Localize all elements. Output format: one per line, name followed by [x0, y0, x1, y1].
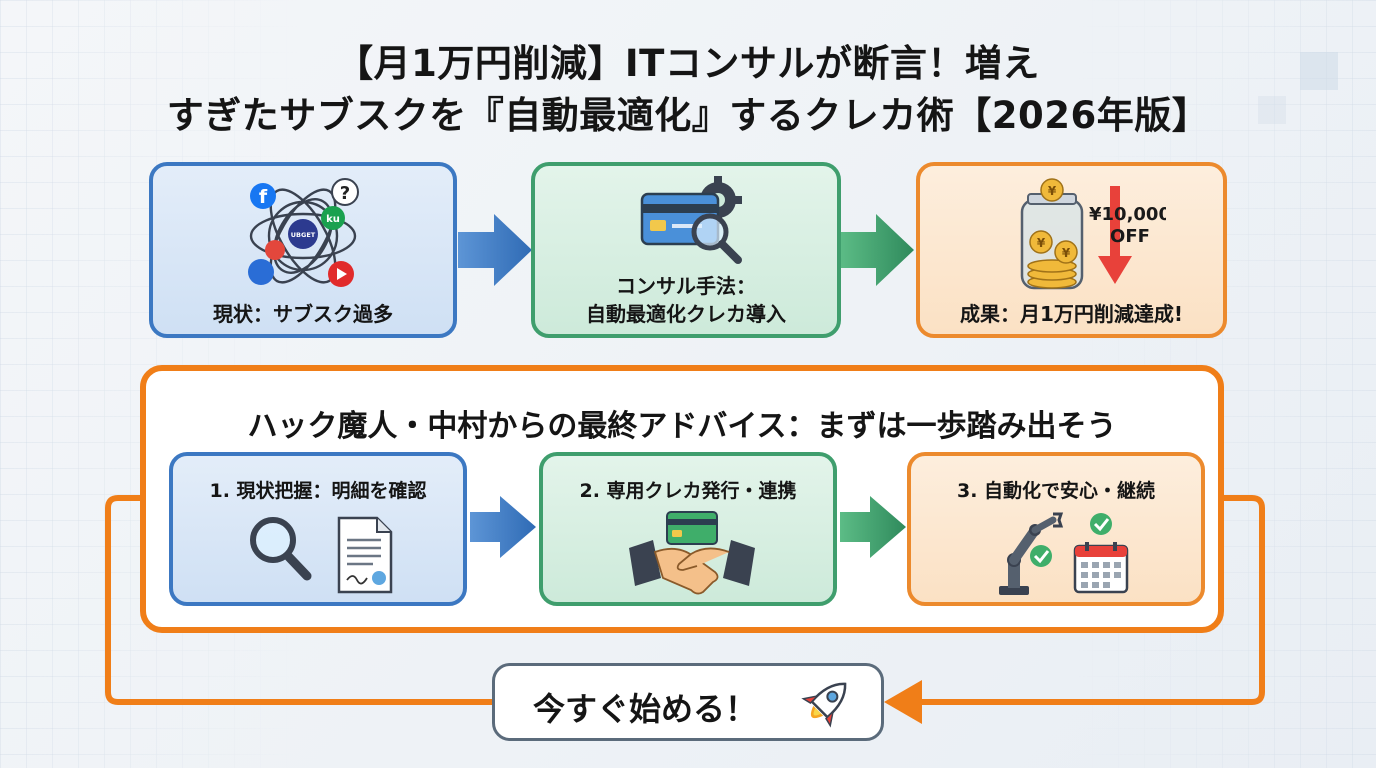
- question-badge-text: ?: [340, 183, 350, 204]
- start-now-label: 今すぐ始める！: [533, 690, 758, 728]
- title-line-1: 【月1万円削減】ITコンサルが断言！増え: [336, 42, 1040, 85]
- step-box-3: 3. 自動化で安心・継続: [907, 452, 1205, 606]
- step-box-2: 2. 専用クレカ発行・連携: [539, 452, 837, 606]
- amount-text: ¥10,000: [1089, 204, 1166, 225]
- robot-arm-calendar-check-icon: [999, 512, 1129, 595]
- page-title: 【月1万円削減】ITコンサルが断言！増え すぎたサブスクを『自動最適化』するクレ…: [0, 38, 1376, 142]
- amount-sub-text: OFF: [1110, 226, 1150, 247]
- coin-jar-down-arrow-icon: ¥ ¥ ¥ ¥10,000 OFF: [1020, 178, 1166, 290]
- top-box-2-label-line-2: 自動最適化クレカ導入: [586, 302, 786, 326]
- step-2-label: 2. 専用クレカ発行・連携: [579, 480, 797, 502]
- step-3-label: 3. 自動化で安心・継続: [956, 480, 1156, 502]
- arrow-left-to-cta: [884, 680, 922, 724]
- top-box-2-label-line-1: コンサル手法：: [616, 274, 756, 298]
- advice-panel-title: ハック魔人・中村からの最終アドバイス：まずは一歩踏み出そう: [247, 409, 1117, 444]
- top-box-1-label: 現状：サブスク過多: [213, 302, 393, 326]
- arrow-right-2: [840, 214, 914, 286]
- tangled-subscriptions-icon: f ? ku UBGET: [248, 178, 359, 287]
- arrow-right-1: [458, 214, 532, 286]
- step-box-1: 1. 現状把握：明細を確認: [169, 452, 467, 606]
- top-box-consultant-method: コンサル手法： 自動最適化クレカ導入: [531, 162, 841, 338]
- app-badge-text: UBGET: [291, 231, 316, 239]
- step-arrow-1: [470, 496, 536, 558]
- svg-text:¥: ¥: [1037, 236, 1046, 250]
- step-arrow-2: [840, 496, 906, 558]
- rocket-icon: [801, 682, 847, 728]
- svg-text:¥: ¥: [1048, 184, 1057, 198]
- card-handshake-icon: [629, 511, 755, 595]
- magnifier-document-icon: [250, 516, 393, 594]
- title-line-2: すぎたサブスクを『自動最適化』するクレカ術【2026年版】: [166, 94, 1210, 137]
- top-box-current-state: f ? ku UBGET 現状：サブスク過多: [149, 162, 457, 338]
- credit-card-magnifier-gear-icon: [640, 176, 742, 264]
- start-now-button[interactable]: 今すぐ始める！: [492, 663, 884, 741]
- step-1-label: 1. 現状把握：明細を確認: [209, 480, 427, 502]
- top-box-result: ¥ ¥ ¥ ¥10,000 OFF 成果：月1万円削減達成!: [916, 162, 1227, 338]
- decorative-square: [1300, 52, 1338, 90]
- decorative-square: [1258, 96, 1286, 124]
- top-box-3-label: 成果：月1万円削減達成!: [959, 302, 1184, 326]
- app-badge-text: ku: [326, 214, 340, 225]
- svg-text:f: f: [259, 186, 268, 208]
- svg-text:¥: ¥: [1062, 246, 1071, 260]
